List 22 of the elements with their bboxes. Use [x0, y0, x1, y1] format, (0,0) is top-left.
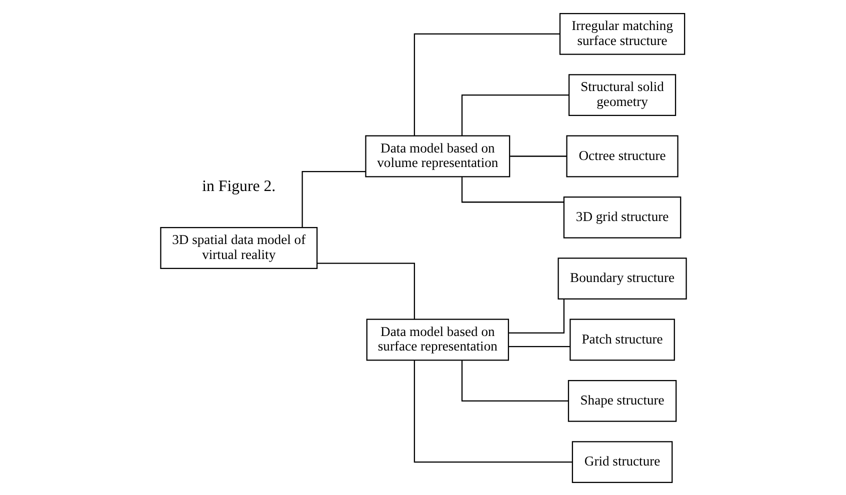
node-box: Data model based on surface representation: [366, 318, 509, 360]
node-box: Octree structure: [566, 134, 678, 177]
connector: [460, 176, 564, 202]
connector: [508, 345, 570, 347]
connector: [316, 262, 414, 319]
node-box: Irregular matching surface structure: [558, 12, 685, 54]
connector: [413, 360, 572, 462]
node-box: 3D spatial data model of virtual reality: [160, 226, 318, 268]
connector: [460, 94, 568, 136]
node-box: 3D grid structure: [562, 196, 681, 238]
node-box: Shape structure: [567, 379, 676, 422]
connector: [460, 360, 568, 401]
node-box: Patch structure: [569, 318, 674, 360]
node-box: Boundary structure: [557, 257, 686, 300]
connector: [413, 32, 560, 135]
node-box: Data model based on volume representation: [364, 134, 510, 177]
node-box: Grid structure: [571, 440, 672, 483]
connector: [301, 170, 366, 227]
connector: [510, 155, 566, 156]
node-box: Structural solid geometry: [568, 74, 676, 116]
connector: [508, 298, 564, 334]
label: in Figure 2.: [202, 178, 276, 195]
